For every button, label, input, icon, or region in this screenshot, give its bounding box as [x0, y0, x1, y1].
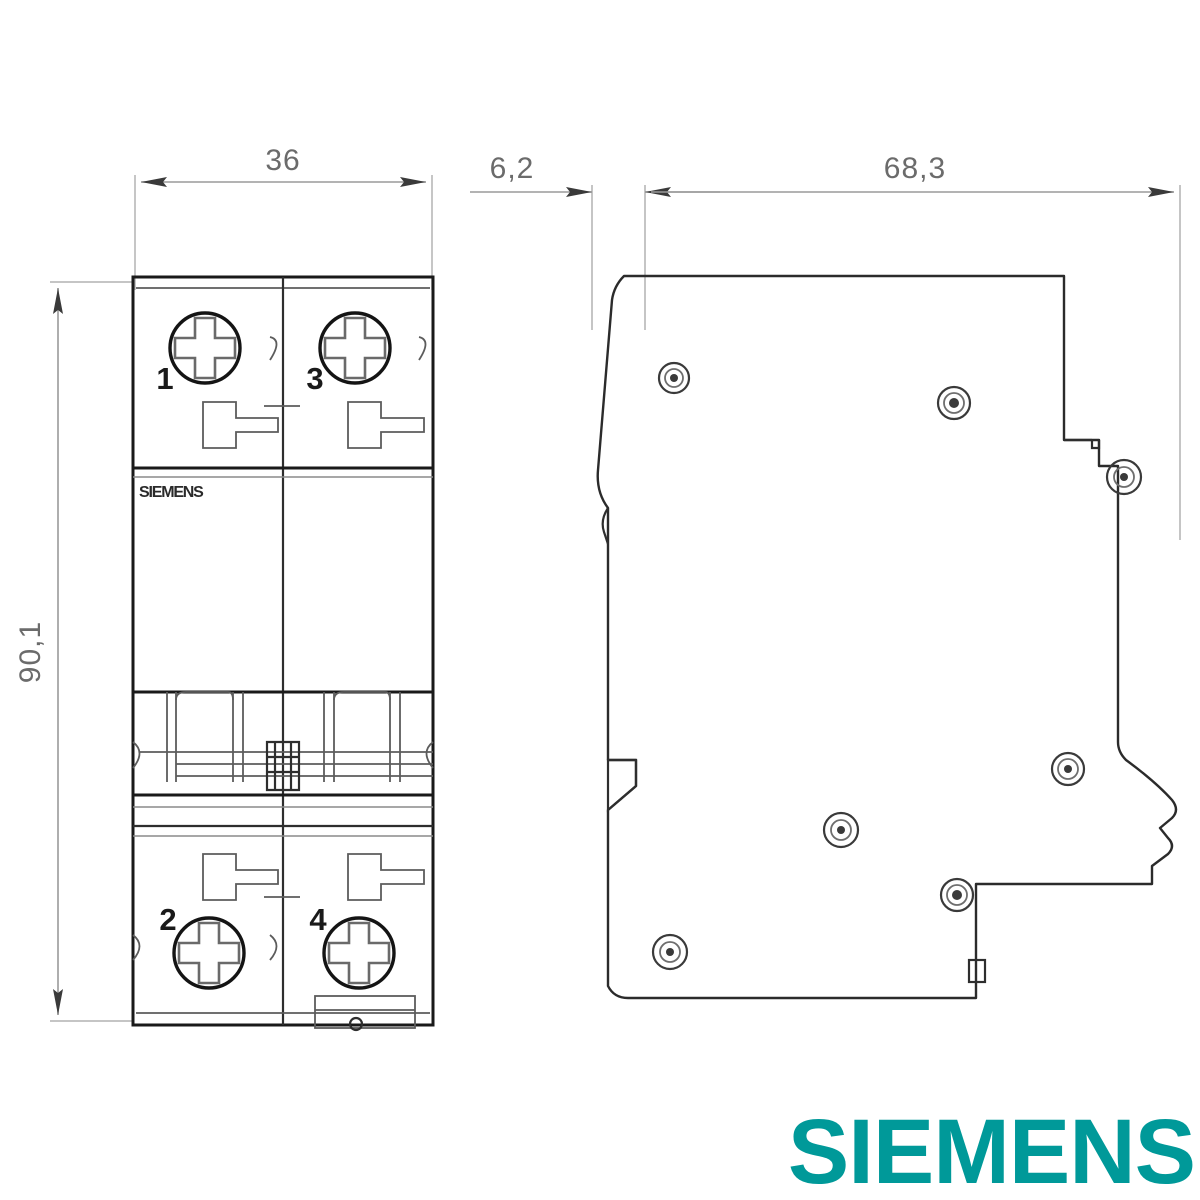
- rivet-lower-center: [822, 811, 860, 849]
- notch-bottom-center: [269, 934, 278, 961]
- toggle-lever-assembly: [132, 690, 434, 837]
- notch-top-center-left: [269, 336, 278, 361]
- rivet-mid-right: [1050, 751, 1086, 787]
- rail-offset-dimension-group: 6,2: [470, 152, 720, 330]
- width-dimension-label: 36: [265, 144, 300, 177]
- lever-cap-right: [333, 691, 391, 701]
- screw-head-terminal-2: [172, 916, 246, 990]
- height-dimension-label: 90,1: [14, 621, 47, 683]
- rail-offset-dimension-label: 6,2: [490, 152, 535, 185]
- rail-hook-upper: [601, 507, 610, 545]
- terminal-label-4: 4: [309, 902, 327, 937]
- lever-cap-left: [175, 691, 234, 701]
- front-view: 1 3 SIEMENS: [131, 275, 435, 1032]
- rail-claw-tab: [606, 758, 638, 813]
- side-connector-tab: [967, 958, 987, 984]
- busbar-slot-upper-left: [202, 401, 279, 449]
- notch-lever-left: [132, 741, 141, 769]
- screw-head-terminal-4: [322, 916, 396, 990]
- busbar-slot-lower-left: [202, 853, 279, 901]
- side-body-profile: [596, 274, 1178, 1000]
- width-dimension-group: 36: [134, 144, 433, 290]
- terminal-label-2: 2: [159, 902, 176, 937]
- height-dimension-group: 90,1: [14, 281, 132, 1022]
- screw-head-terminal-3: [318, 311, 392, 385]
- side-step-notch: [1090, 440, 1101, 450]
- rivet-right-upper-edge: [1105, 458, 1143, 496]
- notch-top-center-right: [418, 336, 427, 361]
- siemens-logo: SIEMENS: [788, 1101, 1195, 1200]
- rail-offset-arrow-left: [566, 187, 592, 197]
- busbar-slot-upper-right: [347, 401, 425, 449]
- notch-lever-right: [425, 741, 434, 769]
- terminal-label-1: 1: [156, 361, 173, 396]
- depth-arrow-right: [1148, 187, 1174, 197]
- screw-head-terminal-1: [168, 311, 242, 385]
- height-arrow-bottom: [53, 989, 63, 1015]
- height-arrow-top: [53, 288, 63, 314]
- rivet-lower-right: [939, 877, 975, 913]
- rivet-upper-right: [936, 385, 972, 421]
- din-rail-claw-detail: [314, 995, 416, 1032]
- width-arrow-right: [400, 177, 426, 187]
- busbar-slot-lower-right: [347, 853, 425, 901]
- side-view: [596, 274, 1178, 1000]
- rivet-upper-left: [657, 361, 691, 395]
- pole-coupling-clip: [265, 740, 301, 792]
- notch-bottom-left: [132, 934, 141, 961]
- width-arrow-left: [141, 177, 167, 187]
- depth-dimension-label: 68,3: [884, 152, 946, 185]
- depth-dimension-group: 68,3: [651, 152, 1181, 540]
- terminal-label-3: 3: [306, 361, 323, 396]
- rivet-lower-left: [651, 933, 689, 971]
- product-brandmark: SIEMENS: [139, 484, 204, 501]
